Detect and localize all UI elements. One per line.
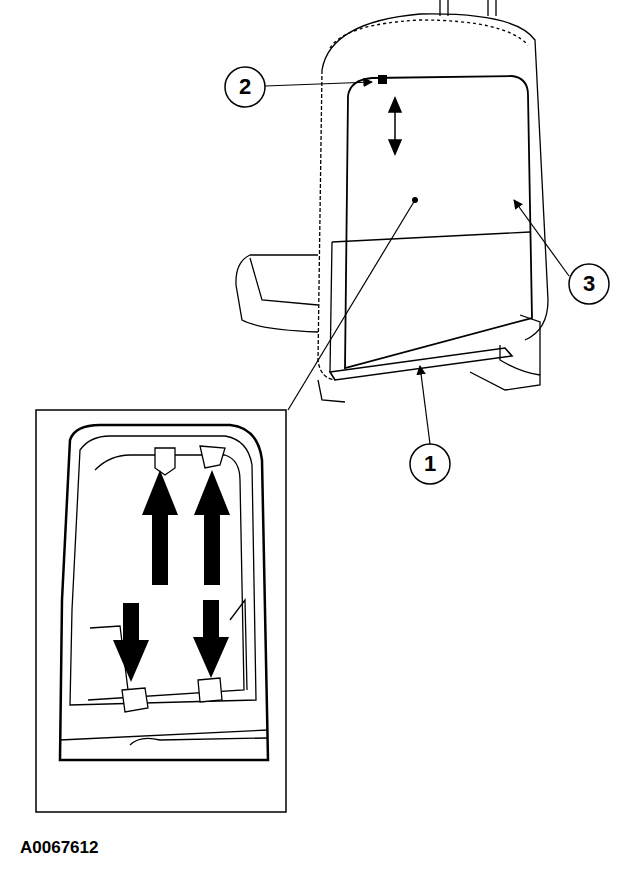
- callout-circle: [410, 444, 450, 484]
- clip-marker: [378, 75, 387, 84]
- panel-inner-view: [60, 425, 268, 760]
- seat-back: [236, 0, 548, 402]
- leader-line: [265, 82, 372, 86]
- motion-arrow: [389, 98, 401, 154]
- callout-number: 2: [225, 67, 265, 107]
- callout-number: 1: [410, 444, 450, 484]
- leader-line: [514, 200, 569, 276]
- leader-line: [420, 366, 430, 444]
- callout-circle: [569, 264, 609, 304]
- inset-frame: [36, 410, 286, 812]
- figure-code: A0067612: [20, 838, 98, 858]
- callout-number: 3: [569, 264, 609, 304]
- callout-circle: [225, 67, 265, 107]
- leader-line: [288, 200, 415, 410]
- big-arrow: [113, 470, 230, 682]
